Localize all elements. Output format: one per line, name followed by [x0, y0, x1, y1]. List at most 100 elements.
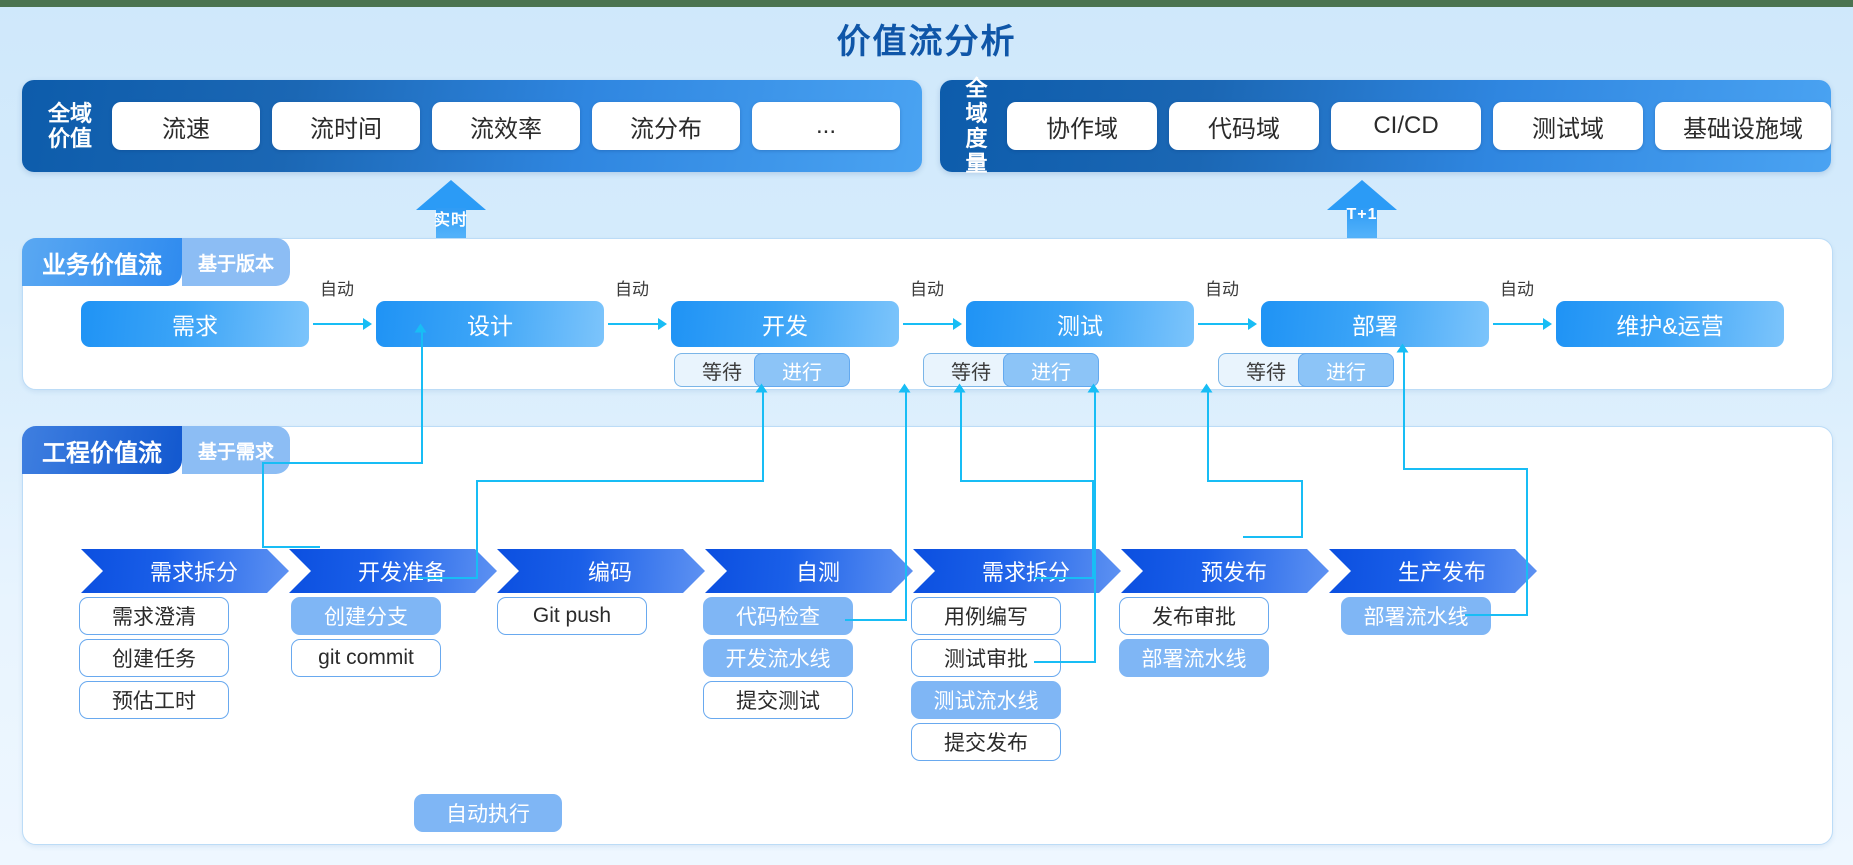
connector-6-arrow — [1200, 383, 1213, 393]
phase-dev-preparation[interactable]: 开发准备 — [289, 549, 497, 593]
chip-infrastructure-domain[interactable]: 基础设施域 — [1655, 102, 1831, 150]
transition-label-3: 自动 — [910, 280, 944, 299]
connector-1-v1 — [262, 462, 264, 548]
task-test-pipeline[interactable]: 测试流水线 — [911, 681, 1061, 719]
connector-4-v2 — [960, 392, 962, 482]
stage-design[interactable]: 设计 — [376, 301, 604, 347]
connector-2-v2 — [762, 392, 764, 482]
feed-arrow-t-plus-1: T+1 — [1327, 180, 1397, 242]
task-code-check[interactable]: 代码检查 — [703, 597, 853, 635]
chip-flow-efficiency[interactable]: 流效率 — [432, 102, 580, 150]
business-stream-title: 业务价值流 — [22, 238, 182, 286]
connector-4-v1 — [1092, 480, 1094, 579]
connector-3-arrow — [898, 383, 911, 393]
page-title: 价值流分析 — [836, 23, 1017, 61]
chip-flow-velocity[interactable]: 流速 — [112, 102, 260, 150]
arrow-head-icon — [1327, 180, 1397, 210]
engineering-stream-tag: 工程价值流 基于需求 — [22, 426, 291, 474]
global-metrics-label: 全域 度量 — [965, 76, 988, 176]
task-release-approval[interactable]: 发布审批 — [1119, 597, 1269, 635]
business-stream-tag: 业务价值流 基于版本 — [22, 238, 291, 286]
chip-code-domain[interactable]: 代码域 — [1169, 102, 1319, 150]
state-dev-progress[interactable]: 进行 — [754, 353, 850, 387]
transition-arrow-1 — [363, 318, 372, 330]
task-create-branch[interactable]: 创建分支 — [291, 597, 441, 635]
connector-7-arrow — [1396, 343, 1409, 353]
task-create-task[interactable]: 创建任务 — [79, 639, 229, 677]
phase-self-test[interactable]: 自测 — [705, 549, 913, 593]
connector-5-h1 — [1034, 661, 1096, 663]
connector-2-h2 — [476, 480, 764, 482]
stage-testing[interactable]: 测试 — [966, 301, 1194, 347]
task-dev-pipeline[interactable]: 开发流水线 — [703, 639, 853, 677]
transition-label-4: 自动 — [1205, 280, 1239, 299]
legend-auto-execution: 自动执行 — [414, 794, 562, 832]
connector-2-arrow — [755, 383, 768, 393]
chip-more[interactable]: ... — [752, 102, 900, 150]
task-submit-test[interactable]: 提交测试 — [703, 681, 853, 719]
connector-1-v2 — [421, 332, 423, 464]
global-metrics-panel: 全域 度量 协作域 代码域 CI/CD 测试域 基础设施域 — [940, 76, 1831, 176]
connector-5-arrow — [1087, 383, 1100, 393]
feed-arrow-realtime-label: 实时 — [433, 212, 468, 229]
connector-7-h1 — [1465, 614, 1528, 616]
task-git-push[interactable]: Git push — [497, 597, 647, 635]
global-value-chip-row: 流速 流时间 流效率 流分布 ... — [112, 102, 900, 150]
transition-line-3 — [903, 323, 953, 325]
global-metrics-chip-row: 协作域 代码域 CI/CD 测试域 基础设施域 — [1007, 102, 1831, 150]
chip-test-domain[interactable]: 测试域 — [1493, 102, 1643, 150]
task-deploy-pipeline-pre[interactable]: 部署流水线 — [1119, 639, 1269, 677]
stage-development[interactable]: 开发 — [671, 301, 899, 347]
task-estimate-hours[interactable]: 预估工时 — [79, 681, 229, 719]
connector-6-v2 — [1207, 392, 1209, 482]
chip-flow-time[interactable]: 流时间 — [272, 102, 420, 150]
transition-line-2 — [608, 323, 658, 325]
state-test-progress[interactable]: 进行 — [1003, 353, 1099, 387]
chip-cicd-domain[interactable]: CI/CD — [1331, 102, 1481, 150]
task-git-commit[interactable]: git commit — [291, 639, 441, 677]
connector-6-v1 — [1301, 480, 1303, 538]
transition-label-1: 自动 — [320, 280, 354, 299]
transition-line-4 — [1198, 323, 1248, 325]
chip-flow-distribution[interactable]: 流分布 — [592, 102, 740, 150]
engineering-stream-subtitle: 基于需求 — [182, 426, 291, 474]
connector-3-h1 — [845, 619, 907, 621]
top-accent-strip — [0, 0, 1853, 7]
connector-7-v2 — [1403, 352, 1405, 470]
engineering-value-stream-card: 工程价值流 基于需求 需求拆分 需求澄清 创建任务 预估工时 开发准备 创建分支… — [22, 426, 1833, 845]
transition-label-2: 自动 — [615, 280, 649, 299]
task-submit-release[interactable]: 提交发布 — [911, 723, 1061, 761]
connector-2-h1 — [418, 577, 478, 579]
transition-arrow-3 — [953, 318, 962, 330]
feed-arrow-realtime: 实时 — [416, 180, 486, 242]
task-test-approval[interactable]: 测试审批 — [911, 639, 1061, 677]
phase-coding[interactable]: 编码 — [497, 549, 705, 593]
task-requirement-clarify[interactable]: 需求澄清 — [79, 597, 229, 635]
global-value-panel: 全域 价值 流速 流时间 流效率 流分布 ... — [22, 80, 922, 172]
task-case-writing[interactable]: 用例编写 — [911, 597, 1061, 635]
transition-line-5 — [1493, 323, 1543, 325]
transition-arrow-5 — [1543, 318, 1552, 330]
connector-4-arrow — [953, 383, 966, 393]
connector-6-h1 — [1243, 536, 1303, 538]
stage-requirement[interactable]: 需求 — [81, 301, 309, 347]
connector-3-v1 — [905, 392, 907, 621]
connector-4-h2 — [962, 480, 1094, 482]
connector-1-arrow — [414, 323, 427, 333]
phase-requirement-breakdown-test[interactable]: 需求拆分 — [913, 549, 1121, 593]
phase-production-release[interactable]: 生产发布 — [1329, 549, 1537, 593]
connector-6-h2 — [1209, 480, 1303, 482]
task-deploy-pipeline-prod[interactable]: 部署流水线 — [1341, 597, 1491, 635]
stage-maintenance-operations[interactable]: 维护&运营 — [1556, 301, 1784, 347]
phase-pre-release[interactable]: 预发布 — [1121, 549, 1329, 593]
business-value-stream-card: 业务价值流 基于版本 需求 设计 开发 测试 部署 维护&运营 自动 自动 自动… — [22, 238, 1833, 390]
stage-deployment[interactable]: 部署 — [1261, 301, 1489, 347]
chip-collaboration-domain[interactable]: 协作域 — [1007, 102, 1157, 150]
connector-5-v1 — [1094, 392, 1096, 663]
state-deploy-progress[interactable]: 进行 — [1298, 353, 1394, 387]
phase-requirement-breakdown[interactable]: 需求拆分 — [81, 549, 289, 593]
transition-arrow-2 — [658, 318, 667, 330]
connector-7-v1 — [1526, 468, 1528, 616]
global-value-label: 全域 价值 — [47, 101, 92, 151]
transition-label-5: 自动 — [1500, 280, 1534, 299]
